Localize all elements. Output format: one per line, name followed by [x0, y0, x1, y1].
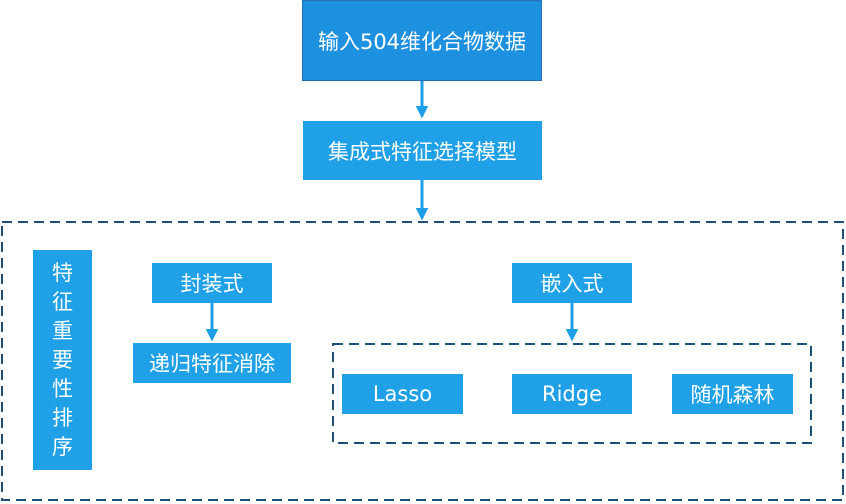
importance-ranking-char: 特 — [52, 260, 73, 285]
input-data-label: 输入504维化合物数据 — [317, 29, 527, 54]
lasso-label: Lasso — [372, 382, 433, 406]
rfe-node: 递归特征消除 — [133, 343, 291, 383]
ridge-node: Ridge — [512, 374, 632, 414]
random-forest-node: 随机森林 — [672, 374, 793, 414]
importance-ranking-char: 征 — [52, 289, 73, 314]
importance-ranking-char: 排 — [52, 405, 73, 430]
lasso-node: Lasso — [342, 374, 463, 414]
embedded-methods-dashed-container — [332, 343, 812, 444]
embedded-method-label: 嵌入式 — [540, 272, 604, 296]
importance-ranking-node: 特 征 重 要 性 排 序 — [33, 250, 92, 470]
embedded-method-node: 嵌入式 — [512, 263, 632, 303]
importance-ranking-char: 性 — [52, 376, 73, 401]
ensemble-model-label: 集成式特征选择模型 — [328, 139, 517, 164]
rfe-label: 递归特征消除 — [149, 352, 275, 376]
random-forest-label: 随机森林 — [690, 383, 775, 407]
wrapper-method-label: 封装式 — [180, 272, 244, 296]
importance-ranking-char: 要 — [52, 347, 73, 372]
importance-ranking-char: 重 — [52, 318, 73, 343]
importance-ranking-char: 序 — [52, 434, 73, 459]
input-data-node: 输入504维化合物数据 — [302, 0, 542, 81]
outer-dashed-container — [1, 221, 844, 501]
ridge-label: Ridge — [541, 382, 602, 406]
ensemble-model-node: 集成式特征选择模型 — [303, 121, 542, 180]
wrapper-method-node: 封装式 — [152, 263, 272, 303]
